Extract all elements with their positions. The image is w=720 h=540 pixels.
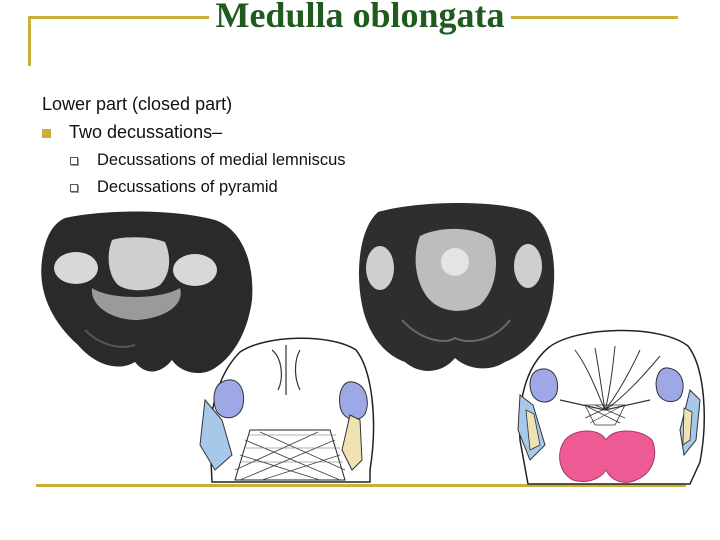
histology-section-lower-left <box>41 211 253 374</box>
bullet-text: Two decussations– <box>69 122 223 142</box>
square-bullet-icon <box>42 129 51 138</box>
histology-section-right <box>358 203 555 371</box>
schematic-diagram-right <box>517 329 705 485</box>
sub-bullet-item: Decussations of pyramid <box>70 178 278 197</box>
bullet-item: Two decussations– <box>42 122 222 143</box>
frame-left-rule <box>28 16 31 66</box>
sub-bullet-text: Decussations of pyramid <box>97 178 278 196</box>
sub-bullet-item: Decussations of medial lemniscus <box>70 151 346 170</box>
slide-heading: Lower part (closed part) <box>42 94 233 114</box>
hollow-square-bullet-icon <box>70 183 78 192</box>
schematic-diagram-left <box>199 337 375 483</box>
hollow-square-bullet-icon <box>70 156 78 165</box>
frame-bottom-rule <box>36 484 686 487</box>
sub-bullet-text: Decussations of medial lemniscus <box>97 151 346 169</box>
slide-title: Medulla oblongata <box>0 0 720 36</box>
